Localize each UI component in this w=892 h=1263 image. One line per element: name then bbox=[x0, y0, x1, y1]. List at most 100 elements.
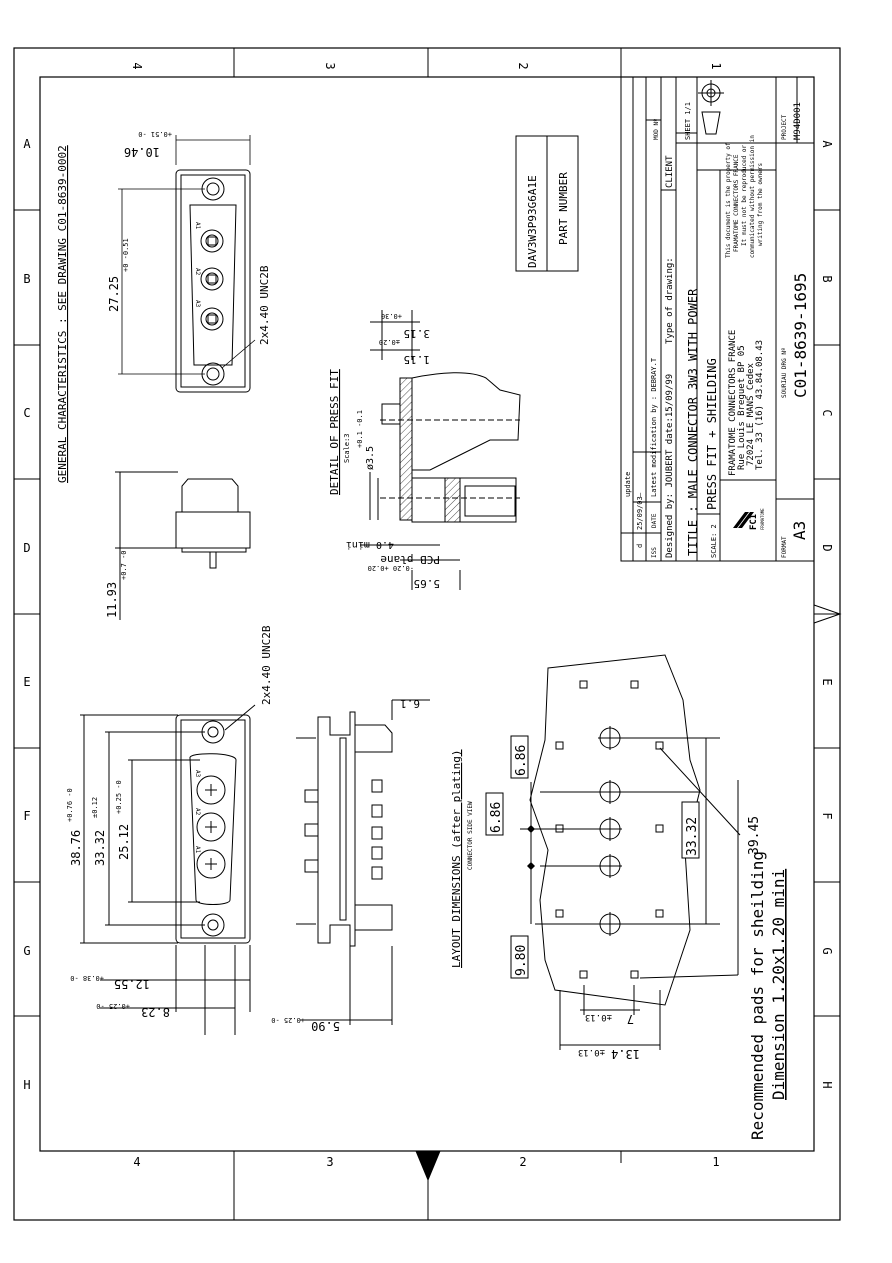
title-block-text: MOD Nº SHEET 1/1 d 25/09/03 update — ISS… bbox=[624, 102, 810, 558]
dim-1255: 12.55 bbox=[114, 977, 150, 991]
dim-3332: 33.32 bbox=[93, 830, 107, 866]
dim-115-tol: ±0.20 bbox=[379, 338, 400, 346]
fci-logo: FCI FRAMATOME bbox=[733, 508, 765, 530]
dim-823-tol: +0.25 -0 bbox=[96, 1002, 130, 1010]
row-label-right-f: F bbox=[820, 812, 834, 819]
row-label-left-c: C bbox=[23, 406, 30, 420]
general-characteristics-note: GENERAL CHARACTERISTICS : SEE DRAWING C0… bbox=[56, 145, 69, 483]
layout-title: LAYOUT DIMENSIONS (after plating) bbox=[450, 749, 463, 968]
row-label-right-d: D bbox=[820, 544, 834, 551]
dim-side-height-tol: +0.7 -0 bbox=[120, 550, 128, 580]
client-label: CLIENT bbox=[665, 155, 675, 188]
dim-side-height: 11.93 bbox=[105, 582, 119, 618]
designed-by: Designed by: JOUBERT date:15/09/99 bbox=[665, 374, 675, 558]
pads-dimension: Dimension 1.20x1.20 mini bbox=[769, 869, 788, 1100]
zone-labels: 4 3 2 1 4 3 2 1 A B C D E F G H A B C D … bbox=[23, 62, 834, 1169]
row-label-right-h: H bbox=[820, 1081, 834, 1088]
part-number-box bbox=[515, 135, 579, 272]
dim-823: 8.23 bbox=[141, 1005, 170, 1019]
row-label-right-e: E bbox=[820, 678, 834, 685]
detail-title: DETAIL OF PRESS FIT bbox=[328, 369, 341, 495]
row-label-right-a: A bbox=[820, 140, 834, 148]
dim-115: 1.15 bbox=[404, 353, 431, 366]
dim-press-dia-tol: +0.1 -0.1 bbox=[356, 410, 364, 448]
pin-label-a3: A3 bbox=[194, 300, 201, 308]
dim-4-mini: 4.0 mini bbox=[346, 539, 394, 550]
row-label-left-f: F bbox=[23, 809, 30, 823]
pin-label-a2: A2 bbox=[194, 268, 201, 276]
dim-top-width-tol: +0.51 -0 bbox=[138, 130, 172, 138]
rev-date: 25/09/03 bbox=[636, 496, 644, 530]
dim-980: 9.80 bbox=[514, 945, 529, 976]
col-label-top-1: 1 bbox=[709, 62, 723, 69]
dim-134: 13.4 bbox=[611, 1047, 640, 1061]
latest-modification: Latest modification by : DEBRAY.T bbox=[650, 357, 658, 497]
inner-border bbox=[39, 76, 815, 1152]
top-view-dims bbox=[118, 135, 256, 375]
title-line-2: PRESS FIT + SHIELDING bbox=[705, 358, 719, 510]
row-label-left-d: D bbox=[23, 541, 30, 555]
col-label-bottom-1: 1 bbox=[712, 1155, 719, 1169]
title-block bbox=[620, 76, 815, 562]
dim-315: 3.15 bbox=[404, 327, 431, 340]
dim-3332-tol: ±0.12 bbox=[91, 797, 99, 818]
dim-7: 7 bbox=[627, 1012, 634, 1026]
iss-label: ISS bbox=[651, 547, 658, 558]
row-label-left-g: G bbox=[23, 944, 30, 958]
dim-2512: 25.12 bbox=[117, 824, 131, 860]
col-label-bottom-2: 2 bbox=[519, 1155, 526, 1169]
company-line-1: FRAMATOME CONNECTORS FRANCE bbox=[728, 330, 738, 476]
row-label-left-h: H bbox=[23, 1078, 30, 1092]
col-label-top-3: 3 bbox=[323, 62, 337, 69]
format-value: A3 bbox=[790, 521, 809, 540]
dim-1255-tol: +0.38 -0 bbox=[70, 974, 104, 982]
company-line-3: 72024 LE MANS Cedex bbox=[746, 362, 756, 466]
dim-top-length: 27.25 bbox=[107, 276, 121, 312]
dim-565: 5.65 bbox=[414, 577, 441, 590]
side-view-connector bbox=[115, 471, 251, 620]
front-pin-label-a3: A3 bbox=[194, 770, 201, 778]
rev-letter: d bbox=[636, 544, 644, 548]
logo-text: FCI bbox=[749, 514, 759, 530]
col-label-top-2: 2 bbox=[516, 62, 530, 69]
date-label: DATE bbox=[651, 513, 658, 528]
dim-3945: 39.45 bbox=[747, 816, 762, 855]
dim-3876-tol: +0.76 -0 bbox=[66, 788, 74, 822]
company-line-4: Tel. 33 (16) 43.84.08.43 bbox=[755, 340, 765, 470]
rev-desc-dash: — bbox=[636, 492, 644, 497]
col-label-bottom-4: 4 bbox=[133, 1155, 140, 1169]
project-value: M94D001 bbox=[793, 102, 803, 140]
pin-label-a1: A1 bbox=[194, 222, 201, 230]
pads-title: Recommended pads for sheilding bbox=[748, 851, 767, 1140]
row-label-left-b: B bbox=[23, 272, 30, 286]
top-view-connector bbox=[175, 169, 251, 393]
dim-top-length-tol: +0 -0.51 bbox=[122, 238, 130, 272]
dim-61: 6.1 bbox=[400, 697, 420, 710]
property-line-3: It must not be reproduced or bbox=[741, 144, 748, 246]
pcb-plane-label: PCB plane bbox=[380, 553, 440, 566]
type-of-drawing: Type of drawing: bbox=[665, 257, 675, 344]
dim-7-tol: ±0.13 bbox=[585, 1012, 612, 1022]
row-label-left-e: E bbox=[23, 675, 30, 689]
part-number-label: PART NUMBER bbox=[557, 172, 570, 245]
front-view-connector bbox=[80, 704, 256, 1035]
layout-boxed-dims bbox=[485, 735, 700, 979]
col-label-bottom-3: 3 bbox=[326, 1155, 333, 1169]
projection-symbol bbox=[698, 80, 724, 135]
dim-686-b: 6.86 bbox=[489, 802, 504, 833]
front-pin-label-a2: A2 bbox=[194, 808, 201, 816]
dim-565-tol: -0.20 +0.20 bbox=[368, 564, 414, 572]
dim-315-tol: +0.30 bbox=[381, 312, 402, 320]
project-label: PROJECT bbox=[781, 114, 788, 140]
sheet-label: SHEET 1/1 bbox=[684, 102, 692, 140]
drawing-number: C01-8639-1695 bbox=[791, 273, 810, 398]
part-number-value: DAV3W3P93G6A1E bbox=[526, 175, 539, 268]
scale-label: SCALE: 2 bbox=[710, 524, 718, 558]
row-label-right-g: G bbox=[820, 947, 834, 954]
row-label-left-a: A bbox=[23, 137, 31, 151]
logo-subtext: FRAMATOME bbox=[760, 508, 765, 530]
layout-pcb-outline bbox=[520, 654, 741, 1050]
dim-3332-layout: 33.32 bbox=[685, 817, 700, 856]
dim-134-tol: ±0.13 bbox=[578, 1047, 605, 1057]
